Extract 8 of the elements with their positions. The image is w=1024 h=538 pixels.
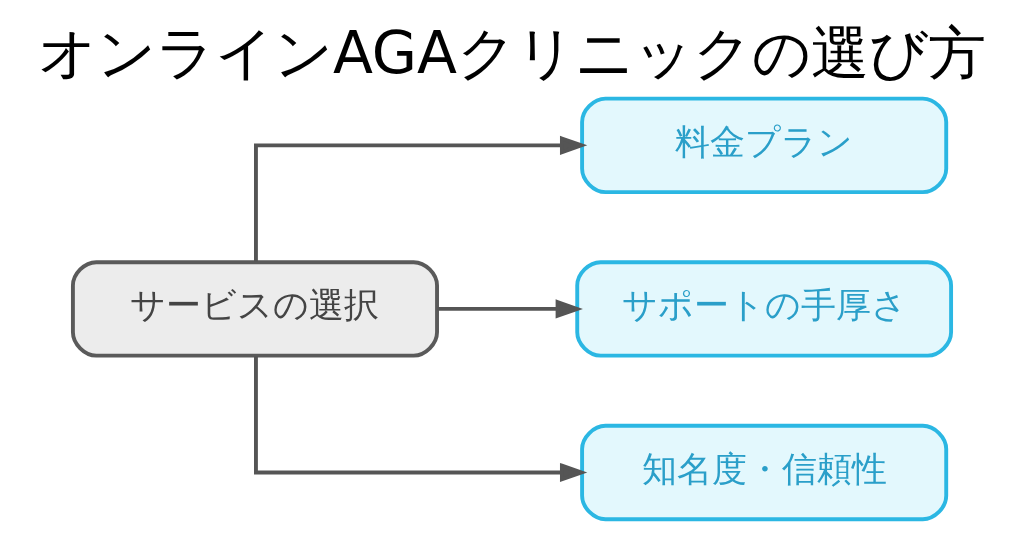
node-box: サービスの選択: [70, 260, 439, 358]
arrow: [254, 356, 588, 483]
diagram-title: オンラインAGAクリニックの選び方: [37, 19, 987, 88]
arrow: [437, 299, 583, 319]
arrow: [254, 135, 588, 262]
node-box: 知名度・信頼性: [580, 423, 949, 522]
node-box: 料金プラン: [580, 96, 949, 195]
node-box: サポートの手厚さ: [575, 260, 954, 358]
